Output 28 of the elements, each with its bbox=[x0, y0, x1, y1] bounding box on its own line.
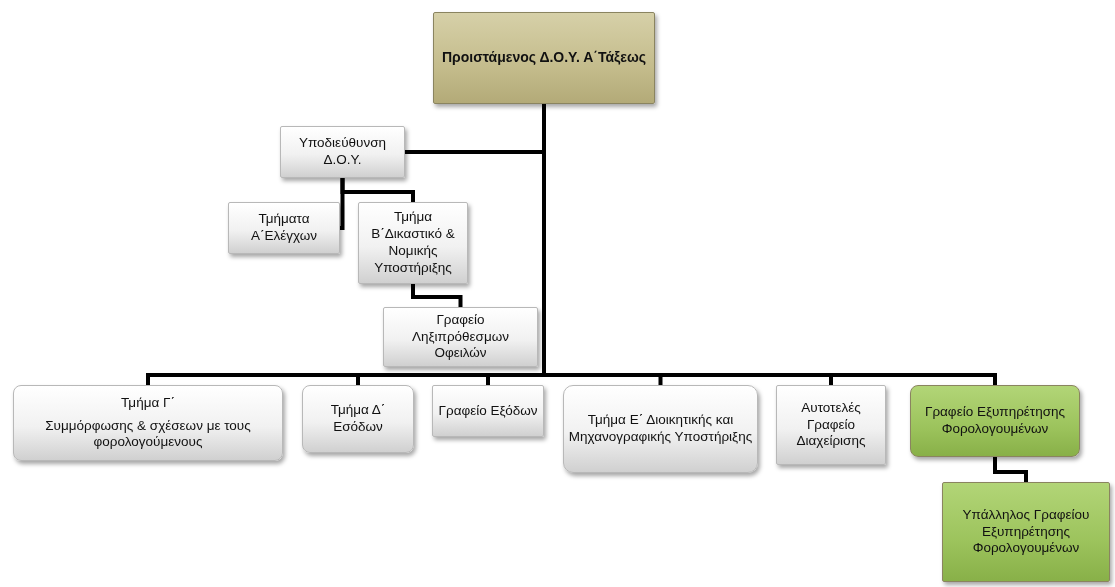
org-box bbox=[280, 126, 405, 178]
box-label: Γραφείο Εξόδων bbox=[438, 402, 538, 420]
connector-line bbox=[411, 284, 463, 307]
service-box bbox=[942, 482, 1110, 582]
org-box bbox=[228, 202, 340, 254]
connector-line bbox=[340, 178, 415, 202]
box-label: Προιστάμενος Δ.Ο.Υ. Α΄Τάξεως bbox=[441, 48, 647, 68]
connector-line bbox=[993, 457, 1028, 482]
org-box bbox=[563, 385, 758, 473]
box-label: Γραφείο Ληξιπρόθεσμων Οφειλών bbox=[411, 311, 510, 363]
head-box bbox=[433, 12, 655, 104]
box-label: Τμήμα Β΄Δικαστικό & Νομικής Υποστήριξης bbox=[370, 209, 456, 277]
org-box bbox=[383, 307, 538, 367]
box-label: Υποδιεύθυνση Δ.Ο.Υ. bbox=[297, 135, 387, 169]
service-box bbox=[910, 385, 1080, 457]
box-label: Τμήμα Δ΄ Εσόδων bbox=[329, 402, 387, 436]
box-label: Τμήμα Γ΄ bbox=[121, 394, 175, 412]
org-box bbox=[13, 385, 283, 461]
org-box bbox=[358, 202, 468, 284]
box-label: Αυτοτελές Γραφείο Διαχείρισης bbox=[795, 399, 867, 451]
box-label: Συμμόρφωσης & σχέσεων με τους φορολογούμενους bbox=[44, 417, 252, 452]
box-label: Τμήματα Α΄Ελέγχων bbox=[249, 211, 318, 245]
box-label: Υπάλληλος Γραφείου Εξυπηρέτησης Φορολογουμένων bbox=[961, 506, 1091, 558]
org-box bbox=[776, 385, 886, 465]
org-box bbox=[302, 385, 414, 453]
box-label: Τμήμα Ε΄ Διοικητικής και Μηχανογραφικής Υποστήριξης bbox=[568, 412, 753, 446]
box-label: Γραφείο Εξυπηρέτησης Φορολογουμένων bbox=[923, 404, 1067, 438]
org-box bbox=[432, 385, 544, 437]
